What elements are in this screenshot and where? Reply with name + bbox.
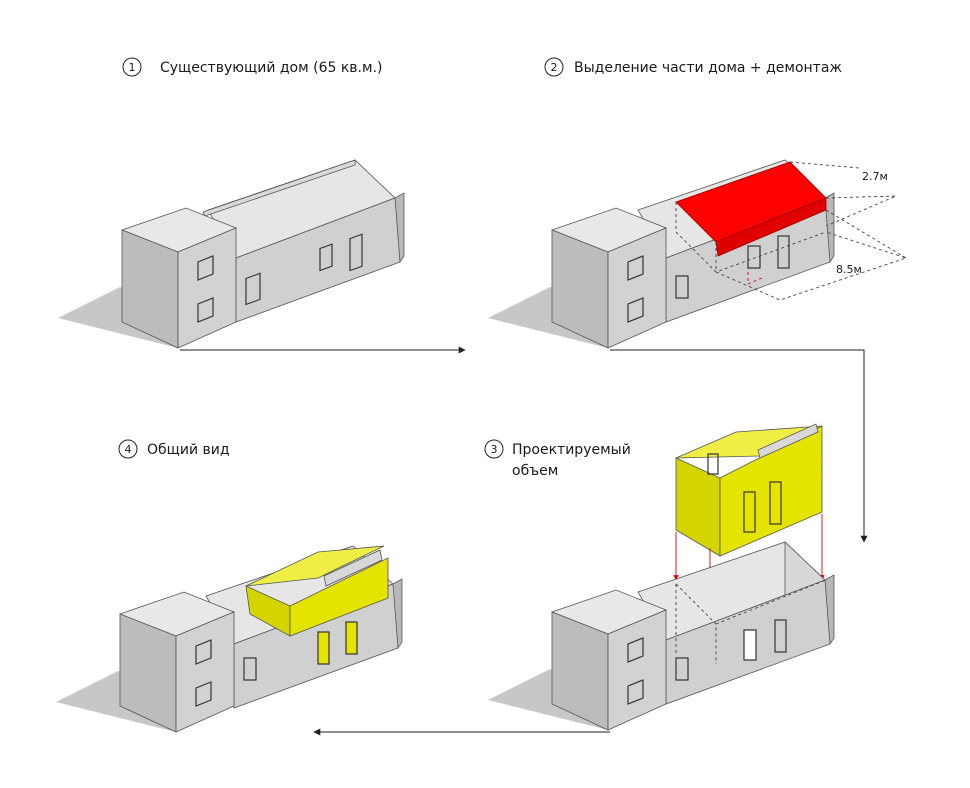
step-3-number-circle [484, 439, 504, 459]
flow-arrows [180, 346, 868, 736]
dimension-width-label: 2.7м [862, 170, 888, 183]
house-2-window [747, 245, 761, 269]
house-demolition: 2.7м 8.5м [488, 159, 908, 349]
house-4-door-yellow [345, 621, 358, 655]
step-3-label: 3 Проектируемый объем [484, 439, 631, 479]
house-3-dashed-outline [675, 579, 827, 664]
demolition-dashed-door [747, 254, 763, 285]
step-4-title: Общий вид [147, 442, 230, 458]
house-4-tower-window [195, 681, 212, 707]
step-1-number: 1 [129, 61, 136, 74]
house-1-window [245, 272, 261, 306]
step-1-label: 1 Существующий дом (65 кв.м.) [122, 57, 382, 77]
house-2-tower-window [627, 297, 644, 323]
demolition-dashed-outline [675, 161, 908, 301]
step-4-number-circle [118, 439, 138, 459]
house-2-door [777, 235, 790, 269]
house-4-addition-front [289, 557, 389, 637]
house-final [56, 545, 403, 733]
step-2-label: 2 Выделение части дома + демонтаж [544, 57, 842, 77]
step-3-number: 3 [491, 443, 498, 456]
step-1-title: Существующий дом (65 кв.м.) [160, 60, 382, 76]
house-4-addition-skylight [323, 549, 383, 587]
house-1-tower-front-wall [177, 227, 237, 349]
new-volume-skylight [757, 423, 819, 459]
house-3-tower-window [627, 637, 644, 663]
step-4-label: 4 Общий вид [118, 439, 230, 459]
dimension-length-label: 8.5м [836, 263, 862, 276]
step-3-title-line1: Проектируемый [512, 442, 631, 458]
flow-arrow-2-to-3 [610, 349, 868, 543]
house-base [488, 541, 835, 731]
house-3-window [675, 657, 689, 681]
house-4-tower-window [195, 639, 212, 665]
step-1-number-circle [122, 57, 142, 77]
new-volume-door [769, 481, 782, 525]
house-1-wing-end-wall [394, 192, 405, 264]
house-existing [58, 159, 405, 349]
house-1-parapet [202, 159, 356, 217]
step-2-title: Выделение части дома + демонтаж [574, 60, 842, 76]
house-3-tower-front-wall [607, 609, 667, 731]
house-1-door [349, 233, 363, 272]
house-1-tower-window [197, 297, 214, 323]
house-3-door [774, 619, 787, 653]
house-4-tower-front-wall [175, 611, 235, 733]
house-2-tower-front-wall [607, 227, 667, 349]
house-1-tower-window [197, 255, 214, 281]
new-volume-door [743, 491, 756, 533]
step-4-number: 4 [125, 443, 132, 456]
new-volume-window [707, 453, 719, 475]
house-3-wing-end-wall [824, 574, 835, 646]
new-volume-side-wall [675, 457, 721, 557]
step-3-title-line2: объем [512, 463, 558, 479]
house-3-opening [743, 629, 757, 661]
house-2-tower-window [627, 255, 644, 281]
house-3-tower-window [627, 679, 644, 705]
house-4-addition-roof [245, 545, 385, 587]
house-4-door-yellow [317, 631, 330, 665]
house-4-wing-end-wall [392, 578, 403, 650]
step-2-number: 2 [551, 61, 558, 74]
step-2-number-circle [544, 57, 564, 77]
house-4-window [243, 657, 257, 681]
house-1-window [319, 243, 333, 272]
house-2-window [675, 275, 689, 299]
new-volume-floating [675, 423, 823, 557]
